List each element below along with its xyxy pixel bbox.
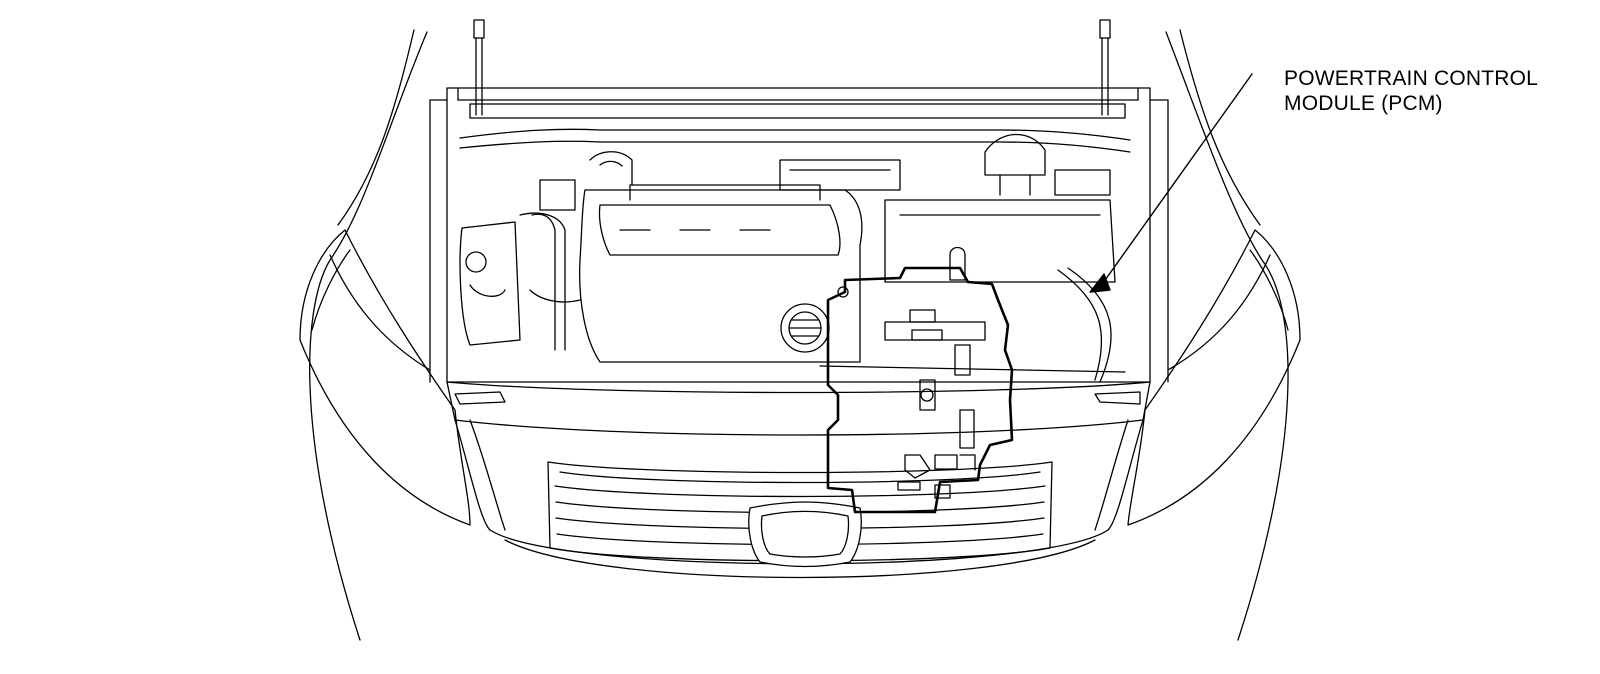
engine-cover [579,184,863,363]
right-components [779,133,1116,283]
left-components [459,151,633,351]
engine-bay-frame [429,87,1169,383]
pcm-harness-area [826,266,1014,514]
hood-strut-right [1099,19,1111,116]
fender-lines [454,267,1141,405]
headlight-right [1127,229,1301,526]
pcm-label-line-2: MODULE (PCM) [1284,92,1443,115]
pcm-internal-parts [837,286,986,499]
hood-strut-left [473,19,485,116]
pcm-label-line-1: POWERTRAIN CONTROL [1284,67,1539,90]
emblem [748,501,862,568]
headlight-left [299,229,471,526]
pcm-leader-line [1089,73,1253,293]
pcm-callout-label: POWERTRAIN CONTROL MODULE (PCM) [1284,66,1538,116]
